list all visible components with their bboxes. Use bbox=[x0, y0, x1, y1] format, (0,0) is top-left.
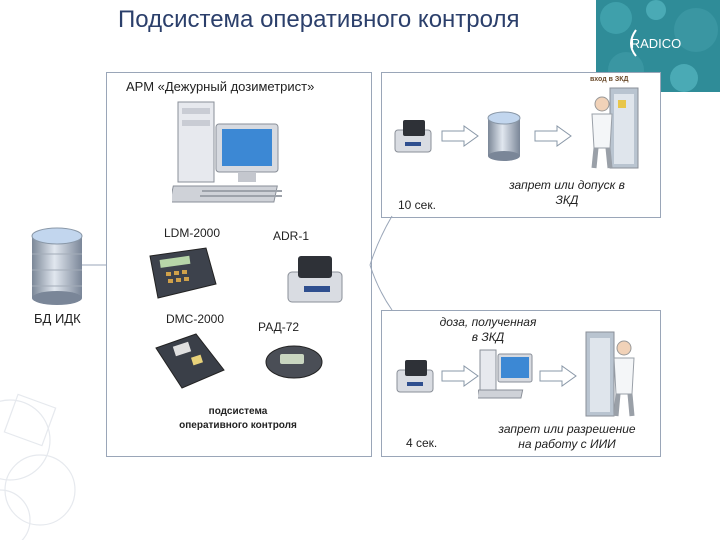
door-sign-label: вход в ЗКД bbox=[590, 76, 629, 83]
computer-icon-bottom bbox=[478, 349, 533, 399]
atom-orbit-icon bbox=[630, 29, 637, 57]
reader-icon-bottom bbox=[396, 360, 434, 393]
arrow-icon-bottom-1 bbox=[441, 365, 479, 387]
computer-icon bbox=[172, 101, 282, 203]
radico-logo: RADICO bbox=[596, 0, 720, 92]
worker-at-door-icon-bottom bbox=[585, 331, 635, 417]
rad-dosimeter-icon bbox=[265, 345, 323, 379]
ldm-label: LDM-2000 bbox=[164, 226, 221, 240]
workstation-title: АРМ «Дежурный дозиметрист» bbox=[126, 79, 315, 94]
reader-icon-top bbox=[394, 120, 432, 153]
worker-at-door-icon-top bbox=[591, 87, 639, 169]
arrow-icon-top-1 bbox=[441, 125, 479, 147]
arrow-icon-bottom-2 bbox=[539, 365, 577, 387]
dmc-dosimeter-icon bbox=[155, 333, 225, 389]
top-result-label: запрет или допуск в ЗКД bbox=[509, 178, 625, 207]
adr-label: ADR-1 bbox=[273, 229, 310, 243]
dose-note-label: доза, полученная в ЗКД bbox=[439, 315, 537, 344]
dmc-label: DMC-2000 bbox=[166, 312, 225, 326]
database-icon bbox=[31, 227, 83, 305]
arrow-icon-top-2 bbox=[534, 125, 572, 147]
bottom-time-label: 4 сек. bbox=[406, 436, 438, 450]
bottom-result-label: запрет или разрешение на работу с ИИИ bbox=[498, 422, 636, 451]
database-label: БД ИДК bbox=[34, 311, 81, 326]
rad-label: РАД-72 bbox=[258, 320, 300, 334]
database-icon-top bbox=[487, 111, 521, 161]
logo-text: RADICO bbox=[631, 36, 682, 51]
ldm-reader-icon bbox=[149, 247, 217, 299]
background-pattern bbox=[0, 393, 76, 540]
adr-reader-icon bbox=[287, 256, 343, 303]
top-time-label: 10 сек. bbox=[398, 198, 436, 212]
slide-title: Подсистема оперативного контроля bbox=[118, 6, 520, 33]
subsystem-caption: подсистема оперативного контроля bbox=[179, 406, 297, 431]
